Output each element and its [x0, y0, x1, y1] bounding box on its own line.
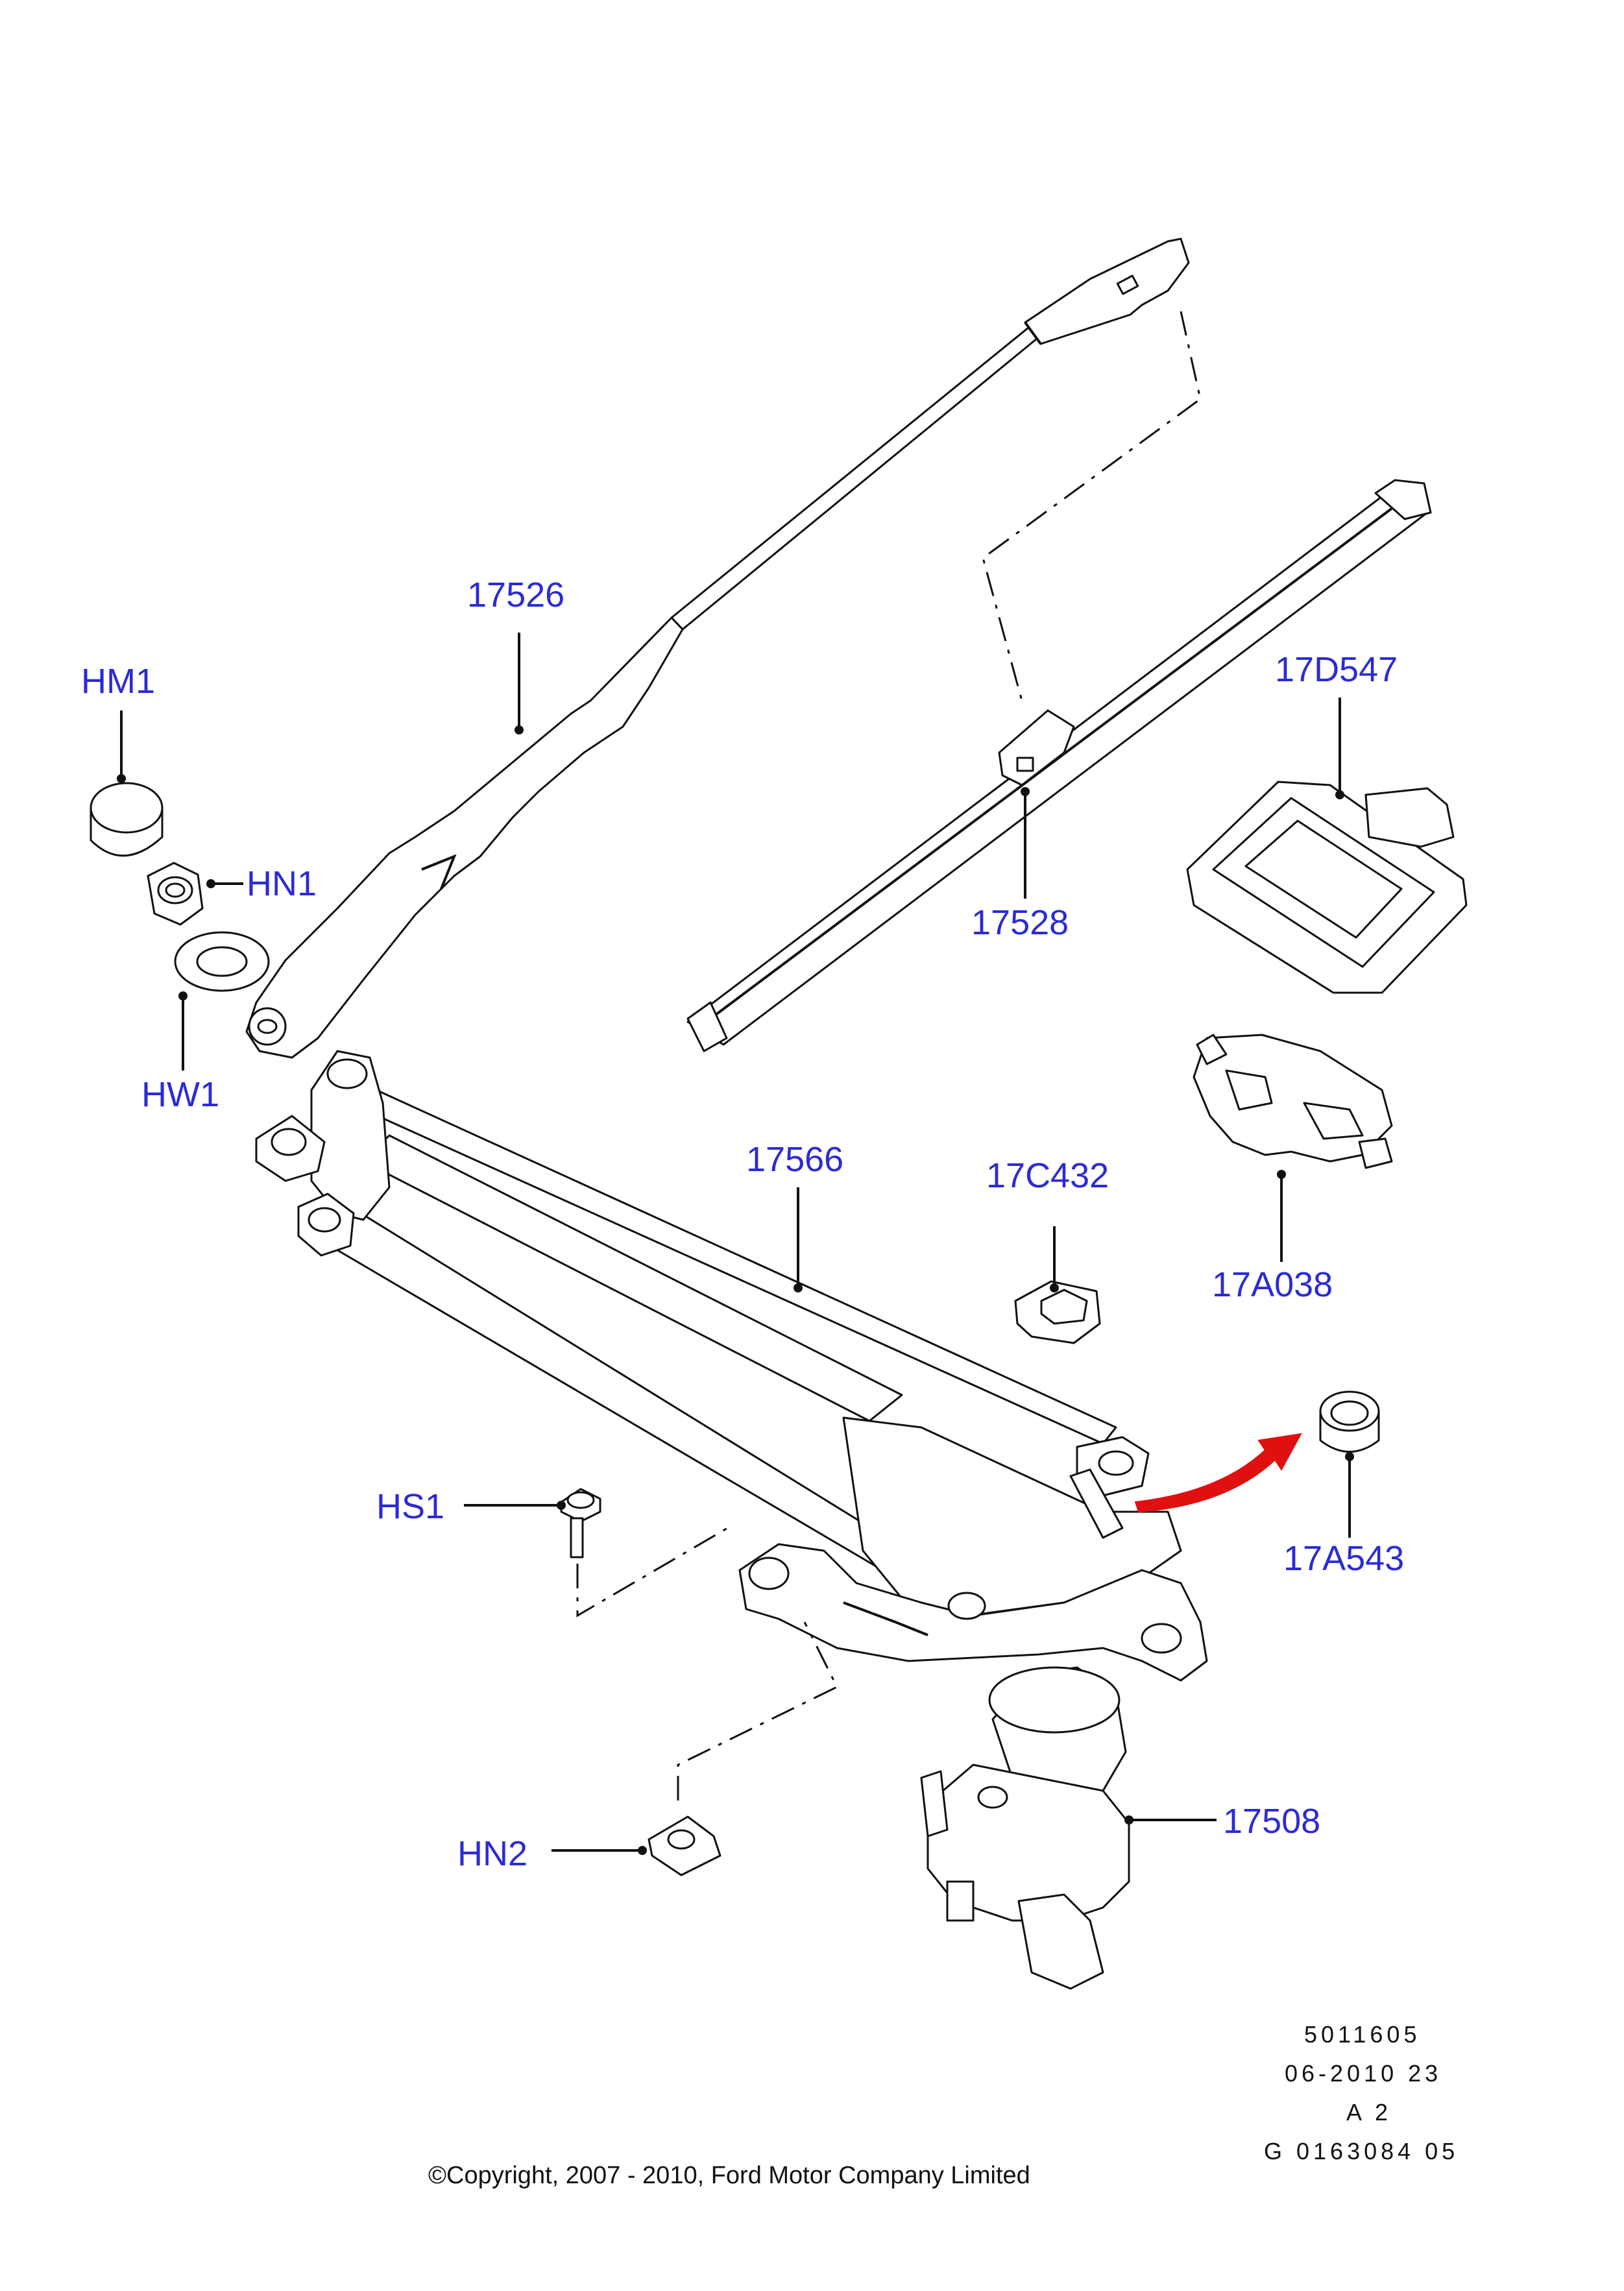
label-hn1: HN1 — [247, 864, 317, 903]
copyright-notice: ©Copyright, 2007 - 2010, Ford Motor Comp… — [428, 2162, 1030, 2189]
label-17a038: 17A038 — [1212, 1265, 1333, 1304]
label-17a543: 17A543 — [1283, 1539, 1404, 1578]
bolt-hs1[interactable] — [560, 1488, 601, 1558]
nut-hn1[interactable] — [147, 862, 204, 926]
linkage-17566[interactable] — [255, 1050, 1208, 1682]
label-17d547: 17D547 — [1275, 650, 1398, 689]
motor-17508[interactable] — [920, 1666, 1130, 1990]
dash-line-arm-blade — [982, 311, 1202, 701]
label-17c432: 17C432 — [986, 1156, 1109, 1195]
boot-17d547[interactable] — [1186, 781, 1468, 994]
reference-line-2: 06-2010 23 — [1285, 2060, 1442, 2087]
label-17526: 17526 — [467, 576, 564, 614]
reference-line-1: 5011605 — [1304, 2021, 1420, 2048]
bracket-17a038[interactable] — [1193, 1034, 1393, 1169]
cap-17a543[interactable] — [1319, 1390, 1380, 1453]
label-17508: 17508 — [1223, 1802, 1320, 1841]
leader-lines — [117, 633, 1354, 1855]
arrow-icon — [1134, 1433, 1302, 1513]
wiper-arm-17526[interactable] — [245, 237, 1190, 1059]
label-hw1: HW1 — [141, 1075, 219, 1114]
label-hm1: HM1 — [81, 662, 155, 701]
reference-line-4: G 0163084 05 — [1264, 2138, 1459, 2164]
dash-line-bolt — [576, 1523, 734, 1618]
cap-hm1[interactable] — [90, 782, 164, 857]
label-17528: 17528 — [971, 903, 1069, 942]
dash-line-nut — [677, 1621, 839, 1800]
grommet-17c432[interactable] — [1014, 1280, 1101, 1344]
wiper-blade-17528[interactable] — [686, 479, 1432, 1052]
nut-hn2[interactable] — [648, 1815, 721, 1876]
label-17566: 17566 — [746, 1140, 843, 1179]
washer-hw1[interactable] — [174, 931, 270, 992]
label-hs1: HS1 — [376, 1487, 444, 1526]
reference-line-3: A 2 — [1346, 2099, 1392, 2126]
label-hn2: HN2 — [457, 1834, 527, 1873]
